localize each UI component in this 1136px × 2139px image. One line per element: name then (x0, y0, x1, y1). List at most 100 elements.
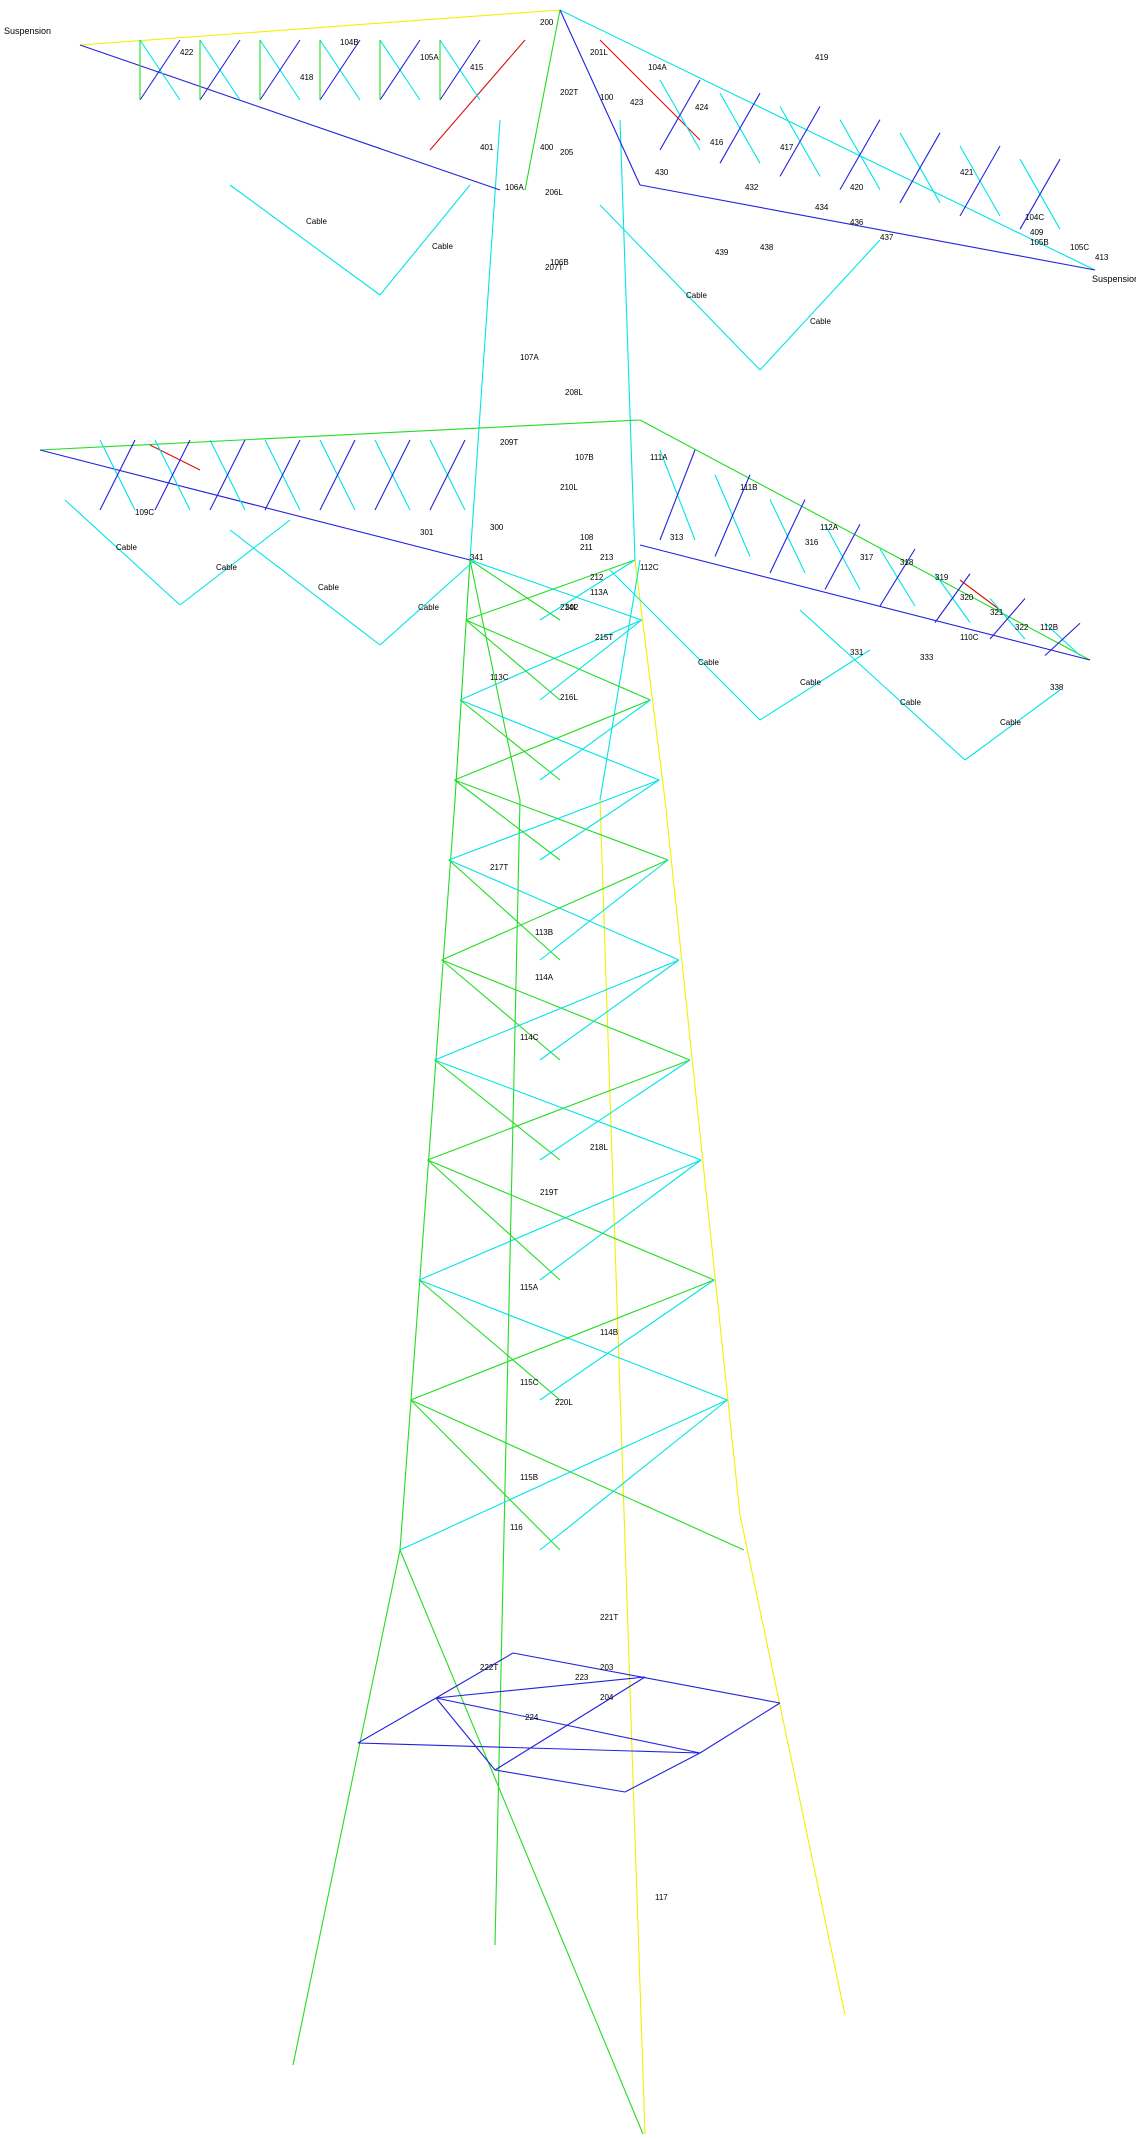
member-line-47 (259, 39, 301, 101)
member-label: 437 (880, 233, 894, 242)
upper-arm-red-1 (429, 39, 526, 151)
member-label: 421 (960, 168, 974, 177)
member-label: 224 (525, 1713, 539, 1722)
member-label: 434 (815, 203, 829, 212)
member-line-99 (989, 598, 1026, 640)
member-label: 318 (900, 558, 914, 567)
member-line-79 (264, 439, 301, 511)
back-leg-yellow (599, 799, 646, 2135)
member-label: 106B (550, 258, 569, 267)
member-line-34 (418, 1279, 561, 1401)
member-label: 200 (540, 18, 554, 27)
member-line-38 (410, 1399, 561, 1551)
cable-string-4-a (609, 569, 761, 721)
left-leg-foot (292, 1549, 401, 2066)
member-line-12 (454, 779, 669, 861)
member-label: 419 (815, 53, 829, 62)
member-line-0 (469, 559, 642, 621)
member-label: 217T (490, 863, 508, 872)
member-label: 111A (650, 453, 668, 462)
member-label: 207T (545, 263, 563, 272)
member-line-22 (441, 959, 561, 1061)
member-label: 108 (580, 533, 594, 542)
member-line-32 (418, 1279, 728, 1401)
member-line-89 (714, 474, 751, 557)
member-label: 117 (655, 1893, 668, 1902)
member-label: 110C (960, 633, 979, 642)
member-label: 104C (1025, 213, 1044, 222)
cable-string-4-b (759, 649, 871, 721)
member-label: 214L (560, 603, 578, 612)
member-label: 206L (545, 188, 563, 197)
member-line-50 (319, 39, 361, 101)
member-line-83 (374, 439, 411, 511)
member-label: 107A (520, 353, 539, 362)
member-label: 202T (560, 88, 578, 97)
member-label: 201L (590, 48, 608, 57)
member-line-29 (418, 1159, 702, 1281)
member-line-23 (539, 959, 680, 1061)
member-label: 422 (180, 48, 194, 57)
member-label: 205 (560, 148, 574, 157)
member-label: 409 (1030, 228, 1044, 237)
member-label: 115C (520, 1378, 539, 1387)
member-line-6 (465, 619, 561, 701)
base-h-11 (435, 1697, 496, 1771)
member-line-3 (539, 559, 636, 621)
member-line-87 (659, 449, 696, 541)
member-line-20 (441, 959, 691, 1061)
member-label: 401 (480, 143, 494, 152)
left-leg-mid (454, 559, 471, 801)
member-label: 338 (1050, 683, 1064, 692)
cable-string-1-b (759, 239, 881, 371)
member-line-35 (539, 1279, 715, 1401)
base-h-8 (494, 1769, 626, 1793)
cable-insulators (64, 184, 1061, 761)
member-line-30 (427, 1159, 561, 1281)
cable-label-1: Cable (306, 217, 327, 226)
member-label: 114B (600, 1328, 618, 1337)
member-label: 320 (960, 593, 974, 602)
tower-members (39, 9, 1096, 2135)
cable-label-9: Cable (698, 658, 719, 667)
cable-label-10: Cable (800, 678, 821, 687)
member-label: 115B (520, 1473, 538, 1482)
member-line-4 (465, 619, 651, 701)
cable-label-5: Cable (116, 543, 137, 552)
member-label: 113A (590, 588, 609, 597)
member-label: 107B (575, 453, 594, 462)
member-label: 114C (520, 1033, 539, 1042)
base-h-1 (435, 1652, 514, 1699)
member-label: 105A (420, 53, 439, 62)
member-label: 321 (990, 608, 1004, 617)
member-label: 438 (760, 243, 774, 252)
member-label: 400 (540, 143, 554, 152)
member-line-15 (539, 779, 660, 861)
cable-label-7: Cable (318, 583, 339, 592)
lower-arm-top-right (639, 419, 1091, 661)
lower-arm-top-left (39, 419, 641, 451)
member-label: 112C (640, 563, 659, 572)
member-line-67 (899, 132, 941, 204)
member-label: 204 (600, 1693, 614, 1702)
back-leg-right (599, 559, 641, 801)
member-label: 418 (300, 73, 314, 82)
member-line-27 (539, 1059, 691, 1161)
member-label: 300 (490, 523, 504, 532)
member-label: 216L (560, 693, 578, 702)
member-line-73 (99, 439, 136, 511)
member-line-69 (959, 145, 1001, 217)
member-label: 439 (715, 248, 729, 257)
member-line-65 (839, 119, 881, 190)
member-label: 313 (670, 533, 684, 542)
member-label: 112A (820, 523, 839, 532)
member-label: 221T (600, 1613, 618, 1622)
leg-diag-foot (399, 1549, 644, 2135)
member-label: 111B (740, 483, 758, 492)
annotations: Suspension Suspension Cable Cable Cable … (4, 26, 1136, 727)
member-line-41 (139, 39, 181, 101)
member-line-36 (410, 1399, 745, 1551)
upper-arm-bottom-right (639, 184, 1096, 271)
cable-string-0-a (229, 184, 381, 296)
